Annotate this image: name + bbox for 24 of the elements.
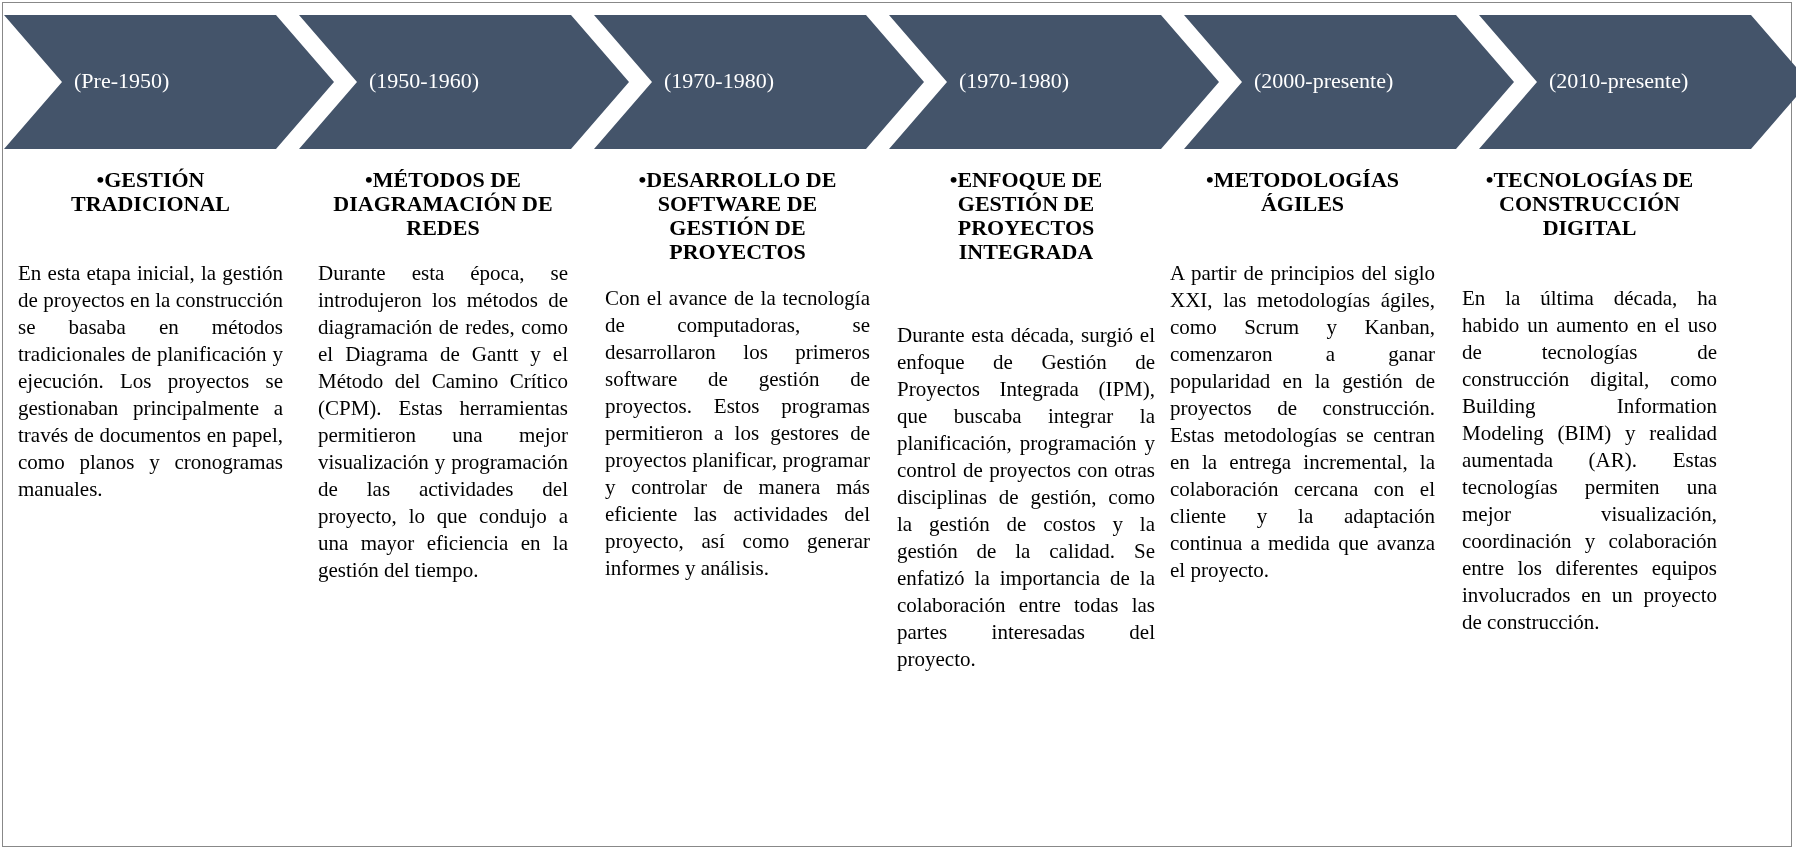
date-range: (1970-1980) <box>959 68 1069 94</box>
date-range: (2010-presente) <box>1549 68 1689 94</box>
stage-heading: •ENFOQUE DE GESTIÓN DE PROYECTOS INTEGRADA <box>948 168 1104 264</box>
chevron-step <box>4 15 334 149</box>
date-range: (1970-1980) <box>664 68 774 94</box>
date-range: (Pre-1950) <box>74 68 170 94</box>
stage-heading: •METODOLOGÍAS ÁGILES <box>1204 168 1401 216</box>
stage-description: Durante esta década, surgió el enfoque de Gestión de Proyectos Integrada (IPM), que buscaba integrar la planificación, programación y control de proyectos con otras disciplinas de gestión, como la gestión de costos y la gestión de la calidad. Se enfatizó la importancia de la colaboración entre todas las partes interesadas del proyecto. <box>897 322 1155 673</box>
stage-description: Con el avance de la tecnología de computadoras, se desarrollaron los primeros software de gestión de proyectos. Estos programas permitieron a los gestores de proyectos planificar, programar y controlar de manera más eficiente las actividades del proyecto, así como generar informes y análisis. <box>605 285 870 582</box>
stage-heading: •DESARROLLO DE SOFTWARE DE GESTIÓN DE PROYECTOS <box>637 168 838 264</box>
stage-heading: •GESTIÓN TRADICIONAL <box>70 168 231 216</box>
chevron-step <box>889 15 1219 149</box>
chevron-step <box>1479 15 1796 149</box>
date-range: (2000-presente) <box>1254 68 1394 94</box>
stage-description: En esta etapa inicial, la gestión de proyectos en la construcción se basaba en métodos tradicionales de planificación y ejecución. Los proyectos se gestionaban principalmente a través de documentos en papel, como planos y cronogramas manuales. <box>18 260 283 503</box>
stage-description: En la última década, ha habido un aumento en el uso de tecnologías de construcción digital, como Building Information Modeling (BIM) y realidad aumentada (AR). Estas tecnologías permiten una mejor visualización, coordinación y colaboración entre los diferentes equipos involucrados en un proyecto de construcción. <box>1462 285 1717 636</box>
chevron-step <box>1184 15 1514 149</box>
stage-description: Durante esta época, se introdujeron los métodos de diagramación de redes, como el Diagrama de Gantt y el Método del Camino Crítico (CPM). Estas herramientas permitieron una mejor visualización y programación de las actividades del proyecto, lo que condujo a una mayor eficiencia en la gestión del tiempo. <box>318 260 568 584</box>
stage-heading: •TECNOLOGÍAS DE CONSTRUCCIÓN DIGITAL <box>1484 168 1695 240</box>
stage-description: A partir de principios del siglo XXI, las metodologías ágiles, como Scrum y Kanban, comenzaron a ganar popularidad en la gestión de proyectos de construcción. Estas metodologías se centran en la entrega incremental, la colaboración cercana con el cliente y la adaptación continua a medida que avanza el proyecto. <box>1170 260 1435 584</box>
chevron-step <box>594 15 924 149</box>
stage-heading: •MÉTODOS DE DIAGRAMACIÓN DE REDES <box>332 168 554 240</box>
date-range: (1950-1960) <box>369 68 479 94</box>
chevron-step <box>299 15 629 149</box>
